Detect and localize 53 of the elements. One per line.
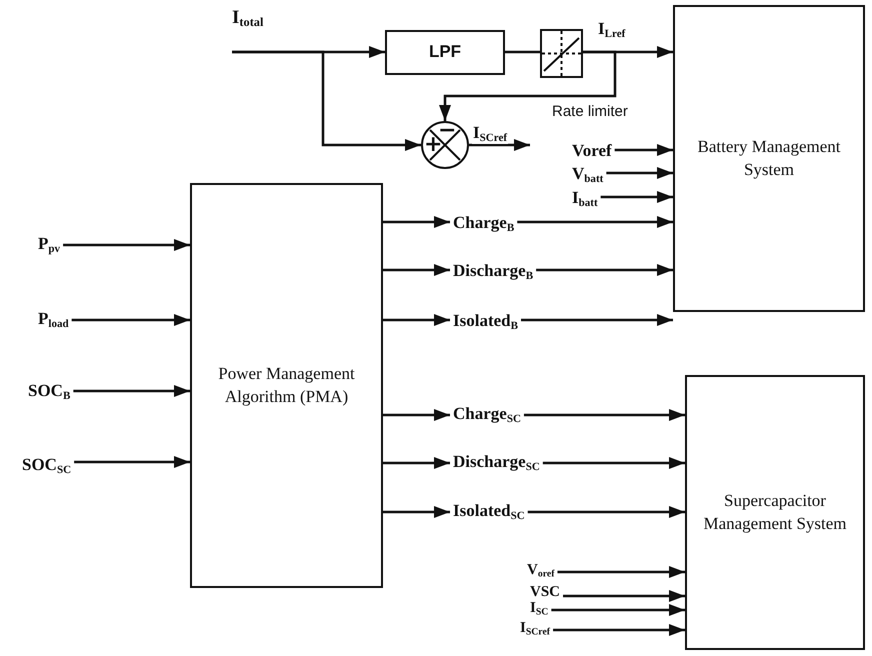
arrow	[383, 457, 450, 469]
arrow	[383, 506, 450, 518]
arrow	[383, 264, 450, 276]
signal-label: Isolated$_{SC}$	[453, 502, 525, 522]
signal-label: I$_{SCref}$	[520, 621, 550, 638]
signal-label: P$_{pv}$	[38, 235, 60, 255]
signal-label: Discharge$_{SC}$	[453, 453, 540, 473]
arrow	[72, 314, 190, 326]
summing-junction	[421, 121, 469, 169]
signal-label: Voref	[572, 142, 612, 159]
arrow	[469, 139, 530, 151]
process-box: Power Management Algorithm (PMA)	[190, 183, 383, 588]
arrow	[551, 604, 685, 616]
block-caption: Rate limiter	[552, 103, 628, 120]
arrow	[606, 167, 673, 179]
signal-label: Charge$_{SC}$	[453, 405, 521, 425]
arrow	[536, 264, 673, 276]
signal-label: SOC$_{B}$	[28, 382, 70, 402]
rate-limiter-block	[540, 29, 583, 78]
arrow	[553, 624, 685, 636]
signal-label: Isolated$_{B}$	[453, 312, 518, 332]
arrow	[232, 50, 421, 151]
signal-label: VSC	[530, 585, 560, 600]
signal-label: I$_{total}$	[232, 8, 264, 52]
arrow	[528, 506, 685, 518]
signal-label: V$_{oref}$	[527, 563, 554, 580]
signal-label: SOC$_{SC}$	[22, 456, 72, 476]
arrow	[600, 191, 673, 203]
arrow	[74, 456, 190, 468]
signal-label: Charge$_{B}$	[453, 214, 514, 234]
arrow	[383, 409, 450, 421]
arrow	[557, 566, 685, 578]
arrow	[439, 50, 616, 121]
arrow	[614, 144, 673, 156]
arrow	[383, 314, 450, 326]
edge-label: I$_{Lref}$	[597, 20, 626, 40]
arrow	[524, 409, 685, 421]
process-box: LPF	[385, 30, 505, 75]
signal-label: I$_{batt}$	[572, 189, 598, 209]
edge-label: I$_{SCref}$	[472, 124, 508, 144]
arrow	[521, 314, 673, 326]
signal-label: Discharge$_{B}$	[453, 262, 534, 282]
process-box: Supercapacitor Management System	[685, 375, 865, 650]
process-box: Battery Management System	[673, 5, 865, 312]
signal-label: V$_{batt}$	[572, 165, 604, 185]
arrow	[563, 590, 685, 602]
arrow	[73, 385, 190, 397]
arrow	[383, 216, 450, 228]
arrow	[517, 216, 673, 228]
arrow	[63, 239, 190, 251]
signal-label: P$_{load}$	[38, 310, 69, 330]
arrow	[542, 457, 685, 469]
signal-label: I$_{SC}$	[530, 601, 548, 618]
